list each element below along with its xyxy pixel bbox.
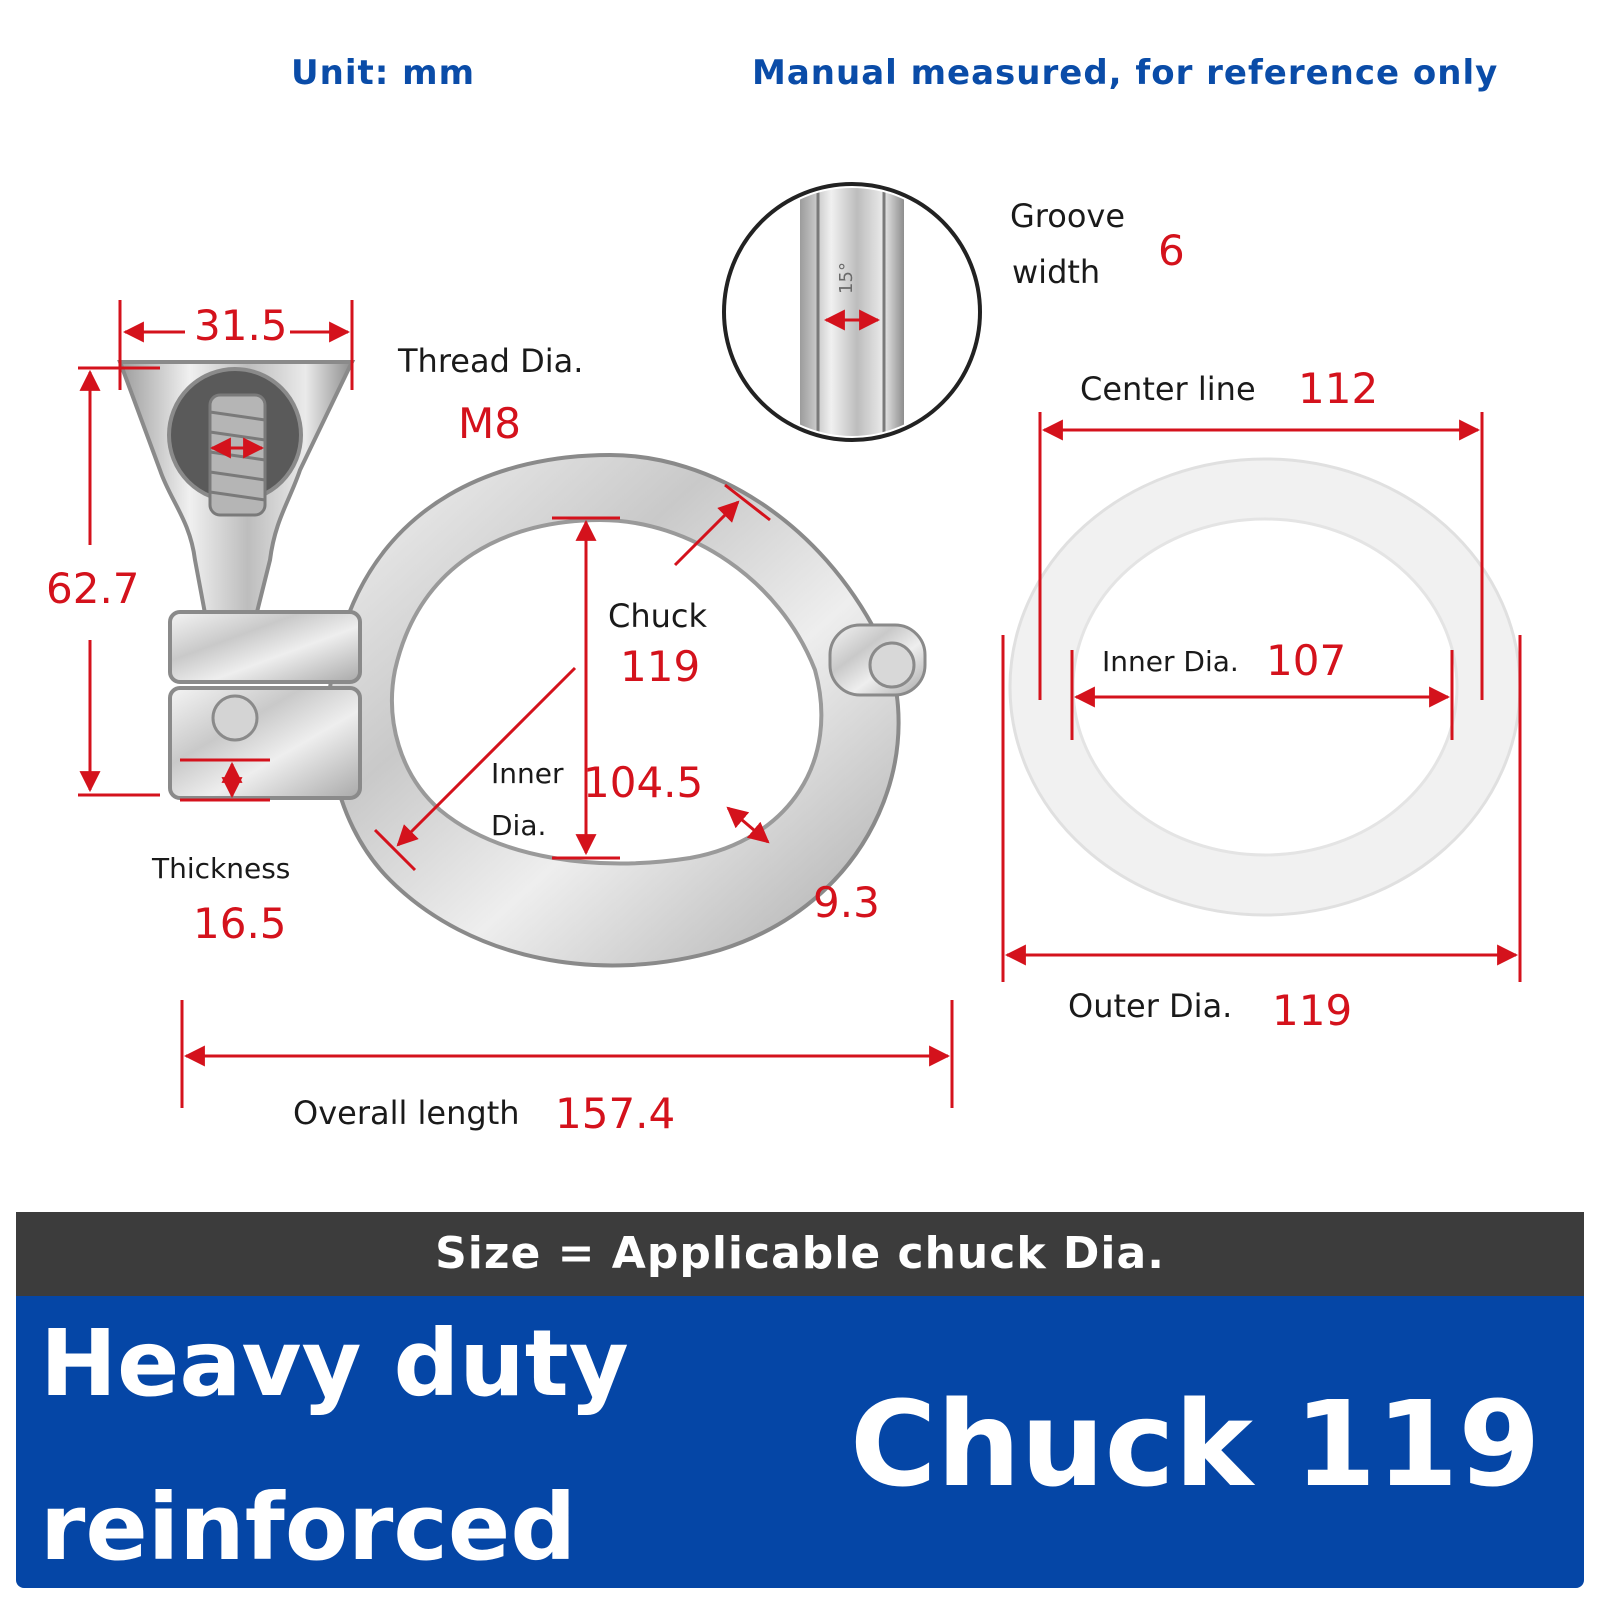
gasket-inner-dia-value: 107 <box>1266 636 1347 685</box>
reference-note: Manual measured, for reference only <box>752 53 1499 93</box>
clamp-height-value: 62.7 <box>46 564 140 613</box>
product-line-2: reinforced <box>40 1474 577 1581</box>
overall-length-label: Overall length <box>293 1094 520 1132</box>
clamp-image <box>117 360 927 968</box>
gasket-inner-dia-label: Inner Dia. <box>1102 645 1239 678</box>
groove-width-label-line1: Groove <box>1010 197 1126 235</box>
unit-note: Unit: mm <box>291 53 476 93</box>
ear-pin <box>211 694 259 742</box>
clamp-width-value: 31.5 <box>194 301 288 350</box>
chuck-value: 119 <box>620 642 701 691</box>
thread-dia-value: M8 <box>458 399 521 448</box>
product-banner <box>16 1296 1584 1588</box>
band-width-value: 9.3 <box>813 878 880 927</box>
thread-dia-label: Thread Dia. <box>398 342 584 380</box>
clamp-dimension-lines <box>78 300 954 1108</box>
size-note-text: Size = Applicable chuck Dia. <box>435 1228 1165 1279</box>
product-model: Chuck 119 <box>850 1375 1541 1513</box>
clamp-ear-lower <box>168 686 362 800</box>
thickness-value: 16.5 <box>193 899 287 948</box>
clamp-inner-dia-label-line1: Inner <box>491 757 564 790</box>
gasket-outer-dia-label: Outer Dia. <box>1068 987 1233 1025</box>
clamp-ear-upper <box>168 610 362 684</box>
groove-angle-mark: 15° <box>836 262 857 294</box>
gasket-outer-dia-value: 119 <box>1272 986 1353 1035</box>
clamp-inner-dia-value: 104.5 <box>583 758 704 807</box>
clamp-inner-dia-label-line2: Dia. <box>491 809 547 842</box>
thickness-label: Thickness <box>152 852 291 885</box>
product-line-1: Heavy duty <box>40 1310 629 1417</box>
hinge-pin <box>868 641 916 689</box>
center-line-label: Center line <box>1080 370 1256 408</box>
size-note-band <box>16 1212 1584 1296</box>
groove-zoom: 15° <box>722 182 982 442</box>
overall-length-value: 157.4 <box>555 1089 676 1138</box>
dimension-diagram: 15° <box>78 182 1522 1108</box>
gasket-dimension-lines <box>1001 412 1522 982</box>
groove-width-value: 6 <box>1158 226 1185 275</box>
center-line-value: 112 <box>1298 364 1379 413</box>
gasket-image <box>1008 457 1522 917</box>
chuck-label: Chuck <box>608 597 708 635</box>
groove-width-label-line2: width <box>1012 253 1101 291</box>
clamp-ring-inner <box>390 517 824 866</box>
